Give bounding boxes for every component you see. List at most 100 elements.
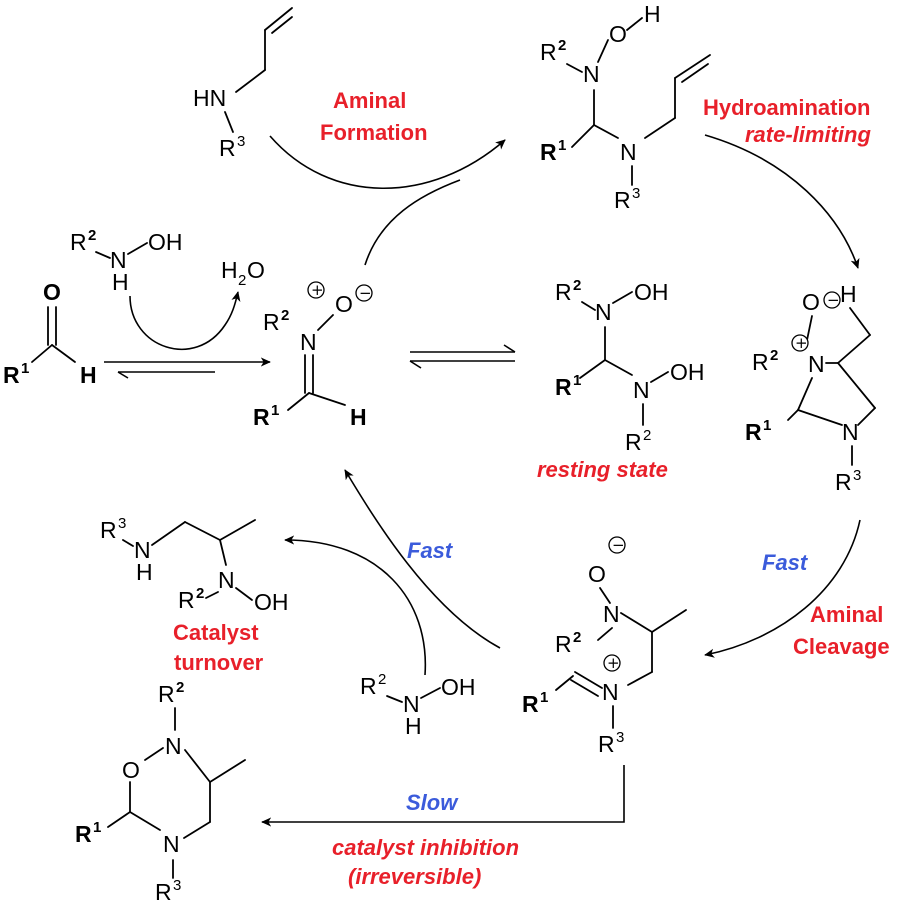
atom-R2-rs2-sub: 2 xyxy=(643,427,651,444)
label-catalyst-turnover-1: Catalyst xyxy=(173,620,259,645)
atom-R2-hb: R xyxy=(360,673,377,699)
label-aminal-formation-2: Formation xyxy=(320,120,428,145)
turnover-product: R 3 N H N R 2 OH xyxy=(100,515,289,615)
hydroxylamine-top: R 2 N H OH xyxy=(70,227,183,295)
atom-H-nitrone: H xyxy=(350,404,367,430)
atom-R3-tp: R xyxy=(100,517,117,543)
atom-R3-iminium-sub: 3 xyxy=(616,729,624,746)
atom-N-tp: N xyxy=(134,537,151,563)
atom-R3-b-sub: 3 xyxy=(632,185,640,202)
resting-eq-forward-head xyxy=(503,344,516,353)
catalyst-turnover-arrow-left xyxy=(284,535,427,676)
atom-R3: R xyxy=(219,135,236,161)
atom-R1-ox-sub: 1 xyxy=(93,819,101,836)
atom-H-tp: H xyxy=(136,559,153,585)
charge-minus-iminium: − xyxy=(612,536,625,554)
atom-O-top: O xyxy=(609,21,627,47)
hydroxylamine-bottom: R 2 N H OH xyxy=(360,671,476,739)
oxadiazinane-molecule: R 2 N O R 1 N R 3 xyxy=(75,679,246,904)
atom-H2O-H: H xyxy=(221,257,238,283)
label-catalyst-inhibition: catalyst inhibition xyxy=(332,835,519,860)
charge-plus-nitrone: + xyxy=(311,281,324,299)
atom-R1-iminium: R xyxy=(522,691,539,717)
atom-R2-hb-sub: 2 xyxy=(378,671,386,688)
aldehyde-molecule: O R 1 H xyxy=(3,279,97,388)
label-catalyst-turnover-2: turnover xyxy=(174,650,264,675)
atom-OH-ha: OH xyxy=(148,229,183,255)
atom-N-iminium2: N xyxy=(602,679,619,705)
atom-N-rs2: N xyxy=(633,377,650,403)
label-aminal-formation-1: Aminal xyxy=(333,88,406,113)
atom-H2O-sub: 2 xyxy=(238,272,246,289)
atom-O-right: O xyxy=(802,289,820,315)
charge-plus-iminium: + xyxy=(607,654,620,672)
atom-R2-iminium-sub: 2 xyxy=(573,629,581,646)
atom-H-top: H xyxy=(644,1,661,27)
allylamine-molecule: HN R 3 xyxy=(193,7,293,161)
water-molecule: H 2 O xyxy=(221,257,265,289)
atom-N-top: N xyxy=(583,61,600,87)
iminium-intermediate: − O N R 2 N + R 1 R 3 xyxy=(522,536,687,757)
atom-R2: R xyxy=(540,39,557,65)
atom-N-tp2: N xyxy=(218,567,235,593)
atom-R2-tp-sub: 2 xyxy=(196,585,204,602)
atom-N-ha: N xyxy=(110,247,127,273)
label-rate-limiting: rate-limiting xyxy=(745,122,871,147)
atom-HN: HN xyxy=(193,85,226,111)
atom-R1-aldehyde: R xyxy=(3,362,20,388)
atom-R2-tp: R xyxy=(178,587,195,613)
atom-R3-ox-sub: 3 xyxy=(173,877,181,894)
atom-R1-right-sub: 1 xyxy=(763,417,771,434)
label-aminal-cleavage-1: Aminal xyxy=(810,602,883,627)
atom-R3-iminium: R xyxy=(598,731,615,757)
atom-N-iminium1: N xyxy=(603,601,620,627)
atom-R2-rs: R xyxy=(555,279,572,305)
atom-R1-nitrone-sub: 1 xyxy=(271,402,279,419)
label-slow: Slow xyxy=(406,790,459,815)
atom-R2-nitrone-sub: 2 xyxy=(281,307,289,324)
atom-R1-ox: R xyxy=(75,821,92,847)
atom-R2-ha-sub: 2 xyxy=(88,227,96,244)
atom-H-hb: H xyxy=(405,713,422,739)
atom-H-ha: H xyxy=(112,269,129,295)
label-hydroamination: Hydroamination xyxy=(703,95,870,120)
aminal-formation-arrow xyxy=(269,135,506,190)
atom-R3-ox: R xyxy=(155,879,172,904)
atom-O-iminium: O xyxy=(588,561,606,587)
charge-plus-right: + xyxy=(795,334,808,352)
atom-R2-right: R xyxy=(752,349,769,375)
atom-N-hb: N xyxy=(403,691,420,717)
atom-N-ox2: N xyxy=(163,831,180,857)
atom-OH-rs1: OH xyxy=(634,279,669,305)
aminal-cleavage-arrow xyxy=(704,519,861,658)
atom-R1-rs-sub: 1 xyxy=(573,372,581,389)
nitrone-molecule: R 2 N + O − R 1 H xyxy=(253,281,373,430)
atom-R1-nitrone: R xyxy=(253,404,270,430)
atom-R1-rs: R xyxy=(555,374,572,400)
atom-N-mid: N xyxy=(620,139,637,165)
atom-R2-sub: 2 xyxy=(558,37,566,54)
atom-R2-ox-sub: 2 xyxy=(176,679,184,696)
hydroamination-arrow xyxy=(704,134,860,269)
atom-O-ox: O xyxy=(122,757,140,783)
atom-R2-ox: R xyxy=(158,681,175,707)
atom-R3-right-sub: 3 xyxy=(853,467,861,484)
atom-N-nitrone: N xyxy=(300,329,317,355)
atom-O-aldehyde: O xyxy=(43,279,61,305)
atom-R3-b: R xyxy=(614,187,631,213)
nitrone-to-aminal-curve xyxy=(364,179,461,266)
atom-R1-right: R xyxy=(745,419,762,445)
label-irreversible: (irreversible) xyxy=(348,864,481,889)
aminal-intermediate: R 2 N O H R 1 N R 3 xyxy=(540,1,711,213)
atom-OH-hb: OH xyxy=(441,674,476,700)
resting-eq-reverse-head xyxy=(409,360,422,369)
atom-R1-aldehyde-sub: 1 xyxy=(21,360,29,377)
atom-R3-sub: 3 xyxy=(237,133,245,150)
atom-R2-nitrone: R xyxy=(263,309,280,335)
atom-R3-right: R xyxy=(835,469,852,495)
atom-OH-tp: OH xyxy=(254,589,289,615)
atom-N-right2: N xyxy=(842,419,859,445)
atom-R3-tp-sub: 3 xyxy=(118,515,126,532)
atom-OH-rs2: OH xyxy=(670,359,705,385)
